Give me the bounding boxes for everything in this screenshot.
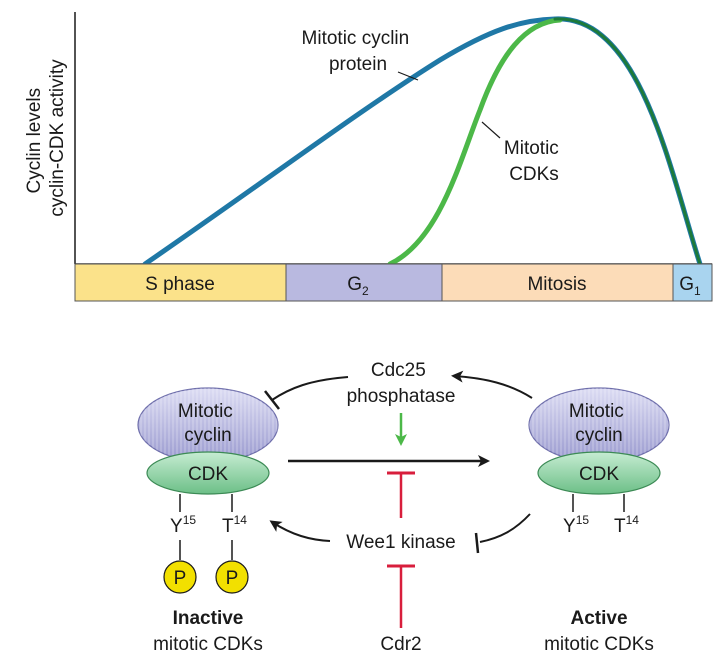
active-y15-label: Y15 — [563, 513, 589, 537]
inactive-y15-label: Y15 — [170, 513, 196, 537]
active-cdk-shape — [537, 451, 661, 495]
phase-s — [74, 263, 287, 302]
active-subtitle: mitotic CDKs — [544, 634, 654, 655]
cdk-regulation-pathway: Mitotic cyclin CDK Y15 T14 P P Inactive … — [137, 360, 670, 655]
wee1-to-inactive-arc — [269, 520, 331, 542]
cdc25-inhibit-arc — [271, 376, 349, 401]
active-inhibit-wee1-bar — [474, 532, 480, 554]
active-cyclin-label: Mitotic cyclin — [569, 401, 629, 446]
phase-g2-label: G2 — [347, 274, 369, 298]
cdc25-inhibit-bar — [264, 390, 280, 410]
phospho-y15-badge — [163, 560, 197, 594]
phase-mitosis-label: Mitosis — [527, 274, 586, 295]
phase-s-label: S phase — [145, 274, 215, 295]
mitotic-cdk-curve-descent — [553, 17, 702, 266]
mitotic-cdk-curve — [387, 17, 563, 267]
active-t14-label: T14 — [614, 513, 639, 537]
inactive-subtitle: mitotic CDKs — [153, 634, 263, 655]
cyclin-level-graph: Cyclin levels cyclin-CDK activity Mitoti… — [24, 12, 713, 302]
y-axis-label: Cyclin levels cyclin-CDK activity — [24, 59, 68, 217]
inactive-complex: Mitotic cyclin CDK Y15 T14 P P Inactive … — [137, 387, 279, 655]
cdk-curve-label: Mitotic CDKs — [504, 138, 564, 185]
phase-g1 — [672, 263, 713, 302]
cdc25-activate-arc — [451, 370, 533, 399]
inactive-t14-label: T14 — [222, 513, 247, 537]
phospho-y15-label: P — [174, 568, 187, 589]
active-title: Active — [570, 608, 627, 629]
cdr2-label: Cdr2 — [380, 634, 421, 655]
inactive-title: Inactive — [173, 608, 244, 629]
cyclin-curve-label: Mitotic cyclin protein — [302, 28, 415, 75]
active-inhibit-wee1-arc — [479, 513, 531, 543]
wee1-label: Wee1 kinase — [346, 532, 456, 553]
phospho-t14-label: P — [226, 568, 239, 589]
cdk-label-leader — [481, 121, 501, 139]
active-cdk-label: CDK — [579, 464, 619, 485]
inactive-cdk-label: CDK — [188, 464, 228, 485]
cdc25-label: Cdc25 phosphatase — [347, 360, 456, 407]
inactive-cyclin-label: Mitotic cyclin — [178, 401, 238, 446]
cyclin-label-leader — [397, 71, 419, 81]
phospho-t14-badge — [215, 560, 249, 594]
phase-g1-label: G1 — [679, 274, 701, 298]
mitotic-cyclin-curve — [142, 16, 703, 267]
phase-bar: S phase G2 Mitosis G1 — [74, 263, 713, 302]
inactive-cdk-shape — [146, 451, 270, 495]
phase-g2 — [285, 263, 443, 302]
active-complex: Mitotic cyclin CDK Y15 T14 Active mitoti… — [528, 387, 670, 655]
